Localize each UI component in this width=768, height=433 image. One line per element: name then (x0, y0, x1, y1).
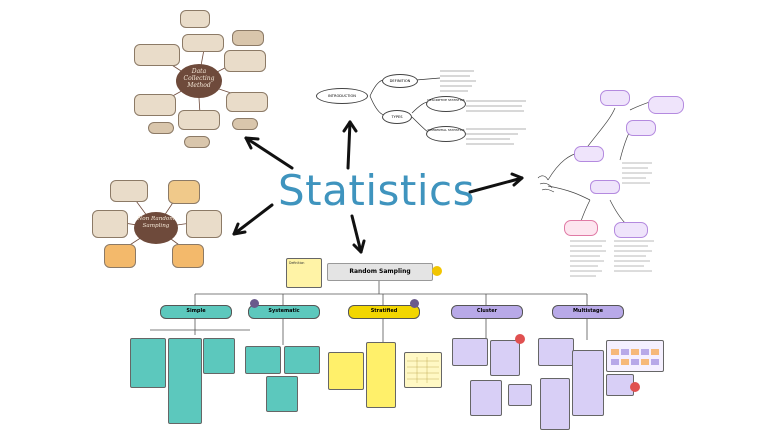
stratified-note-2 (366, 342, 396, 408)
arrow-to-non-random (232, 203, 274, 236)
cluster-note-1 (452, 338, 488, 366)
definition-note: Definition (286, 258, 322, 288)
multistage-note-1 (538, 338, 574, 366)
cluster-note-2 (490, 340, 520, 376)
heart-icon (515, 334, 525, 344)
data-collection-center: Data Collecting Method (176, 64, 222, 98)
arrow-to-introduction (346, 120, 352, 170)
branch-multistage: Multistage (552, 305, 624, 319)
nr-node-2 (168, 180, 200, 204)
arrow-to-types-of-data (468, 176, 524, 194)
branch-simple: Simple (160, 305, 232, 319)
intro-inferential-notes (466, 126, 530, 152)
nr-node-advantages (104, 244, 136, 268)
types-of-data-label (536, 172, 558, 194)
arrow-to-random-sampling (350, 214, 363, 254)
tl-node-small (232, 30, 264, 46)
nr-node-1 (110, 180, 148, 202)
types-notes-1 (622, 160, 656, 188)
types-node-7 (614, 222, 648, 238)
tl-node-a (148, 122, 174, 134)
types-node-6 (564, 220, 598, 236)
tl-node-c (184, 136, 210, 148)
tl-node-personal (134, 44, 180, 66)
types-node-1 (574, 146, 604, 162)
intro-inferential: INFERENTIAL STATISTICS (426, 126, 466, 142)
systematic-note-3 (266, 376, 298, 412)
branch-stratified: Stratified (348, 305, 420, 319)
types-notes-2 (570, 238, 610, 282)
types-node-5 (590, 180, 620, 194)
random-sampling-root: Random Sampling (327, 263, 433, 281)
star-icon (250, 299, 259, 308)
systematic-note-1 (245, 346, 281, 374)
tl-node-focus (178, 110, 220, 130)
non-random-center: Non Random Sampling (134, 212, 178, 244)
branch-cluster: Cluster (451, 305, 523, 319)
simple-note-1 (130, 338, 166, 388)
multistage-table (606, 340, 664, 372)
footprint-icon (432, 266, 442, 276)
arrow-to-data-collection (244, 136, 294, 170)
intro-descriptive: DESCRIPTIVE STATISTICS (426, 96, 466, 112)
heart-icon-2 (630, 382, 640, 392)
intro-descriptive-notes (466, 98, 530, 118)
nr-node-disadvantages (172, 244, 204, 268)
tl-node-telephone (182, 34, 224, 52)
nr-node-3 (92, 210, 128, 238)
simple-note-3 (203, 338, 235, 374)
multistage-note-3 (540, 378, 570, 430)
definition-note-label: Definition (289, 261, 305, 265)
cluster-note-4 (508, 384, 532, 406)
tl-node-direct (134, 94, 176, 116)
intro-definition-notes (440, 68, 480, 98)
cluster-note-3 (470, 380, 502, 416)
tl-node-questionnaire (224, 50, 266, 72)
systematic-note-2 (284, 346, 320, 374)
stratified-table (404, 352, 442, 388)
branch-systematic: Systematic (248, 305, 320, 319)
bulb-icon (410, 299, 419, 308)
tl-node-internet (226, 92, 268, 112)
simple-note-2 (168, 338, 202, 424)
types-node-4 (626, 120, 656, 136)
multistage-note-2 (572, 350, 604, 416)
stratified-note-1 (328, 352, 364, 390)
intro-definition: DEFINITION (382, 74, 418, 88)
page-title: Statistics (278, 166, 475, 215)
types-notes-3 (614, 238, 658, 282)
types-node-2 (600, 90, 630, 106)
tl-node-b (232, 118, 258, 130)
tl-node-1 (180, 10, 210, 28)
intro-types: TYPES (382, 110, 412, 124)
nr-node-4 (186, 210, 222, 238)
intro-root: INTRODUCTION (316, 88, 368, 104)
types-node-3 (648, 96, 684, 114)
